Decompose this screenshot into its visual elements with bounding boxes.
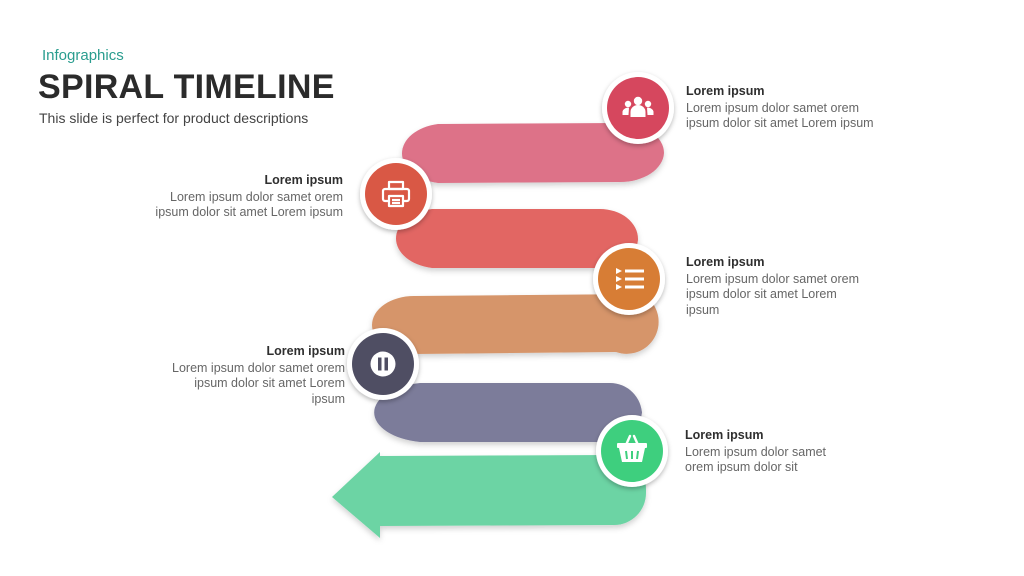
- ribbon-band-orange: [372, 294, 659, 354]
- printer-icon: [381, 180, 411, 208]
- step-4-heading: Lorem ipsum: [266, 344, 346, 358]
- step-5-marker: [596, 415, 668, 487]
- slide-subtitle: This slide is perfect for product descri…: [39, 110, 309, 126]
- step-5-line-1: Lorem ipsum dolor samet: [685, 444, 827, 459]
- slide-title: SPIRAL TIMELINE: [38, 68, 335, 106]
- step-3-line-2: ipsum dolor sit amet Lorem: [686, 287, 837, 301]
- ribbon-band-purple: [374, 383, 642, 442]
- step-4-note: Lorem ipsum Lorem ipsum dolor samet orem…: [125, 344, 345, 407]
- step-4-line-2: ipsum dolor sit amet Lorem: [194, 376, 345, 390]
- step-2-marker: [360, 158, 432, 230]
- step-2-note: Lorem ipsum Lorem ipsum dolor samet orem…: [122, 173, 343, 221]
- step-2-line-1: Lorem ipsum dolor samet orem: [170, 189, 343, 204]
- step-1-marker: [602, 72, 674, 144]
- shopping-basket-icon: [617, 434, 647, 462]
- people-group-icon: [622, 96, 654, 117]
- step-5-heading: Lorem ipsum: [685, 428, 764, 442]
- step-2-heading: Lorem ipsum: [264, 173, 344, 187]
- ribbon-band-green: [332, 452, 646, 538]
- step-3-heading: Lorem ipsum: [686, 255, 765, 269]
- step-3-line-3: ipsum: [686, 302, 720, 317]
- ribbon-band-pink: [401, 123, 664, 183]
- step-1-note: Lorem ipsum Lorem ipsum dolor samet orem…: [686, 84, 906, 132]
- step-3-note: Lorem ipsum Lorem ipsum dolor samet orem…: [686, 255, 906, 318]
- list-icon: [616, 268, 644, 290]
- step-5-line-2: orem ipsum dolor sit: [685, 460, 798, 474]
- slide-kicker: Infographics: [42, 47, 124, 64]
- step-4-line-1: Lorem ipsum dolor samet orem: [172, 360, 345, 375]
- step-5-note: Lorem ipsum Lorem ipsum dolor samet orem…: [685, 428, 905, 476]
- step-1-line-1: Lorem ipsum dolor samet orem: [686, 100, 859, 115]
- step-3-marker: [593, 243, 665, 315]
- pause-icon: [370, 351, 396, 377]
- step-3-line-1: Lorem ipsum dolor samet orem: [686, 271, 859, 286]
- step-2-line-2: ipsum dolor sit amet Lorem ipsum: [155, 205, 343, 219]
- step-1-heading: Lorem ipsum: [686, 84, 765, 98]
- ribbon-band-red: [395, 209, 638, 269]
- step-4-line-3: ipsum: [311, 391, 345, 406]
- step-4-marker: [347, 328, 419, 400]
- step-1-line-2: ipsum dolor sit amet Lorem ipsum: [686, 116, 874, 130]
